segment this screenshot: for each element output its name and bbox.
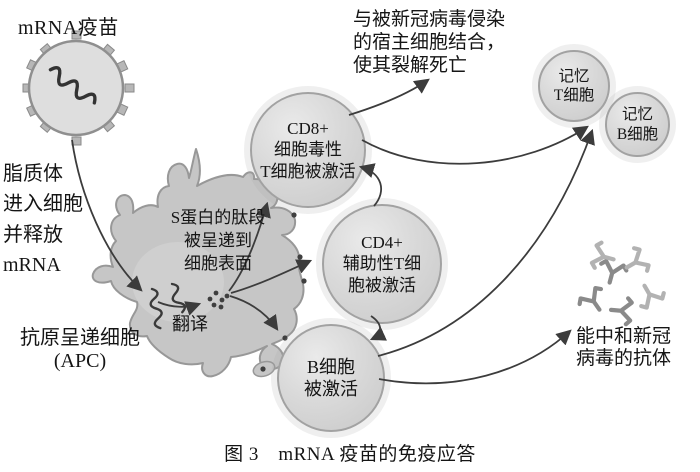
- memory-b-cell-circle: 记忆 B细胞: [605, 92, 670, 157]
- cd4-t-cell-label: CD4+ 辅助性T细 胞被激活: [342, 233, 422, 295]
- translation-label: 翻译: [172, 314, 208, 334]
- arrow-cd8-to-memory: [361, 125, 589, 165]
- b-cell-label: B细胞 被激活: [304, 356, 358, 400]
- apc-pseudopod: [252, 360, 276, 378]
- peptide-presentation-note: S蛋白的肽段 被呈递到 细胞表面: [170, 208, 266, 273]
- neutralizing-antibody-note: 能中和新冠 病毒的抗体: [576, 326, 672, 369]
- memory-t-cell-label: 记忆 T细胞: [553, 67, 595, 104]
- arrow-cd4-to-cd8: [358, 163, 383, 207]
- b-cell-circle: B细胞 被激活: [277, 324, 385, 432]
- cd8-t-cell-label: CD8+ 细胞毒性 T细胞被激活: [260, 119, 356, 181]
- lysis-note: 与被新冠病毒侵染 的宿主细胞结合， 使其裂解死亡: [353, 9, 506, 77]
- liposome-entry-note: 脂质体 进入细胞 并释放 mRNA: [3, 163, 83, 277]
- vaccine-label: mRNA疫苗: [18, 17, 119, 39]
- arrow-peptide-to-bcell: [229, 295, 279, 331]
- peptide-dots: [207, 290, 230, 310]
- cd4-t-cell-circle: CD4+ 辅助性T细 胞被激活: [322, 204, 442, 324]
- arrow-bcell-to-antibody: [378, 329, 572, 385]
- memory-b-cell-label: 记忆 B细胞: [616, 106, 659, 143]
- cd8-t-cell-circle: CD8+ 细胞毒性 T细胞被激活: [250, 92, 366, 208]
- mrna-strand-icon: [48, 66, 97, 105]
- apc-label: 抗原呈递细胞 (APC): [20, 327, 140, 373]
- arrow-translation: [157, 301, 202, 316]
- antibody-cluster-icon: [577, 242, 665, 325]
- memory-t-cell-circle: 记忆 T细胞: [538, 50, 610, 122]
- liposome-particle: [22, 30, 135, 146]
- arrow-cd8-to-lysis: [348, 78, 430, 116]
- figure-caption: 图 3 mRNA 疫苗的免疫应答: [224, 444, 476, 465]
